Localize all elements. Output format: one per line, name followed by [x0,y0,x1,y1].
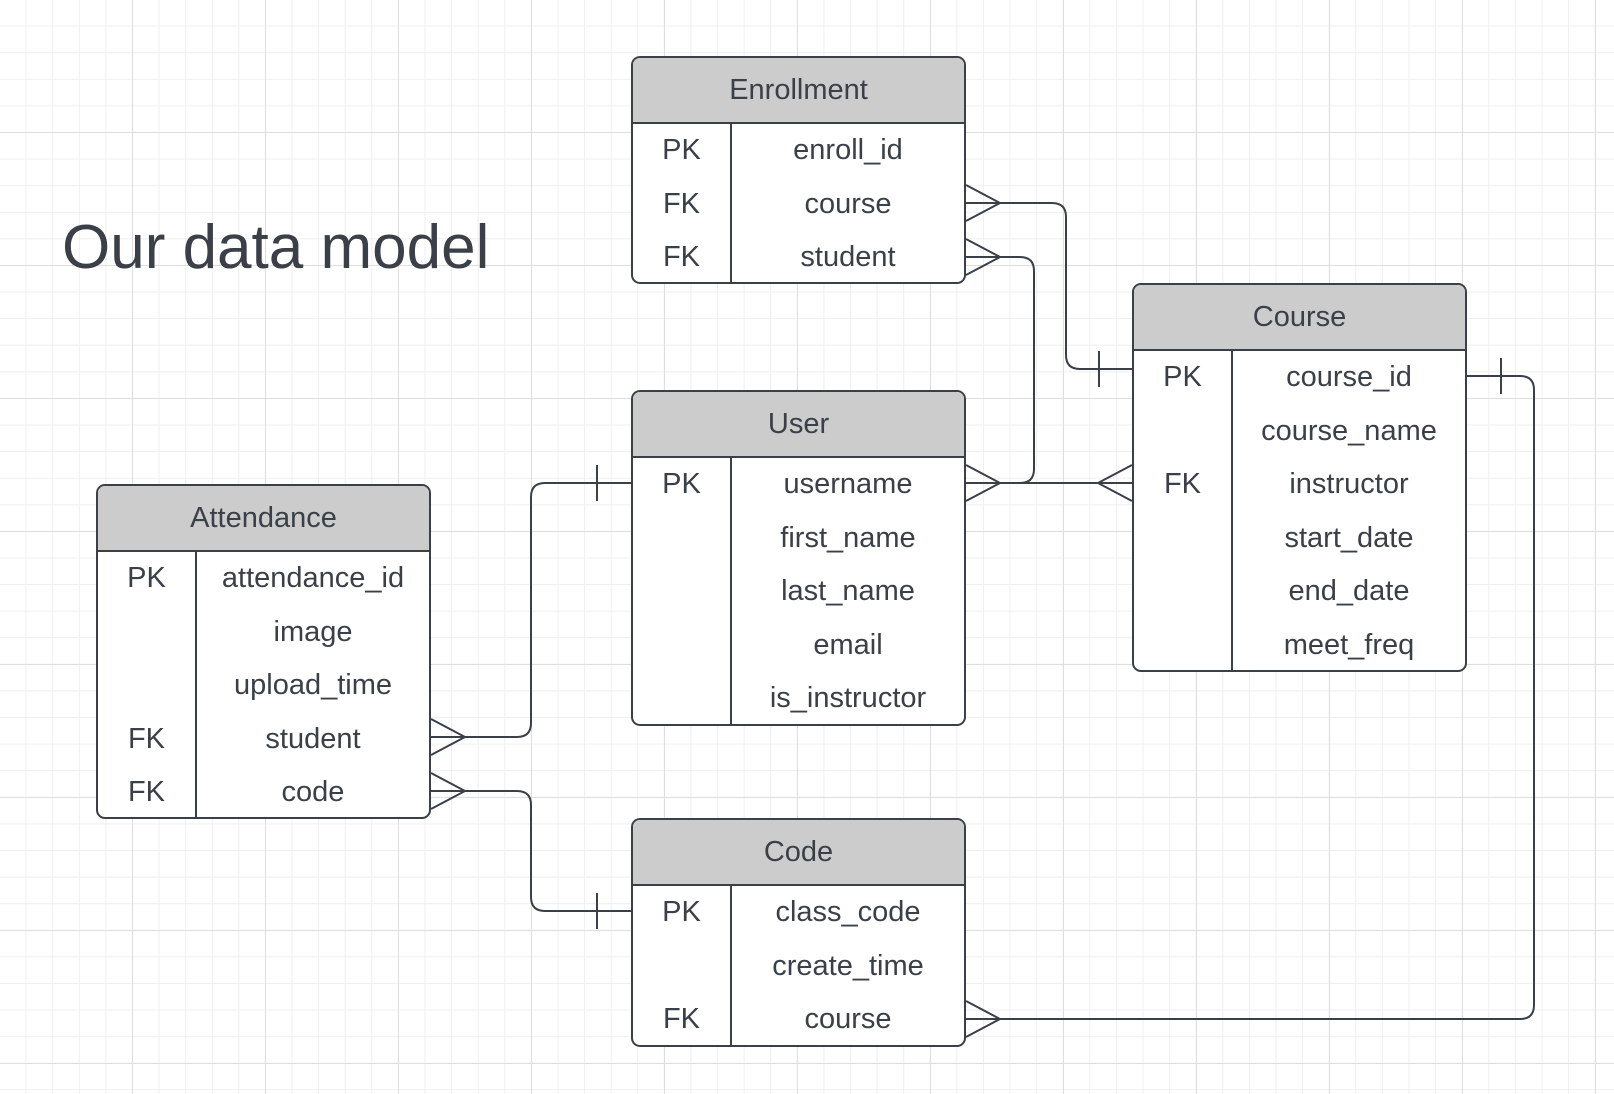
course-key-4 [1134,565,1231,619]
enrollment-key-1: FK [662,187,701,220]
relationship-attendance-code-to-code-line [465,790,631,912]
course-field-4: end_date [1288,575,1410,608]
code-field-2: course [804,1003,892,1036]
user-field-1: first_name [780,521,916,554]
code-field-1: create_time [772,949,924,982]
enrollment-field-2: student [800,241,896,274]
enrollment-field-0: enroll_id [793,134,903,167]
attendance-field-2: upload_time [234,669,392,702]
attendance-key-0: PK [127,562,166,595]
enrollment-key-0: PK [662,134,701,167]
attendance-field-0: attendance_id [221,562,405,595]
attendance-key-4: FK [127,776,166,809]
code-key-0: PK [662,896,701,929]
user-field-3: email [813,628,883,661]
relationship-code-course-to-course-line [1000,375,1535,1020]
code-field-0: class_code [775,896,921,929]
relationship-course-instructor-to-user-crows-foot-0 [965,464,1001,502]
course-key-0: PK [1163,361,1202,394]
code-key-1 [633,940,730,994]
relationship-enrollment-student-to-user-crows-foot-0 [965,238,1001,276]
user-key-1 [633,512,730,566]
entity-course[interactable]: Course PK FK course_id course_name instructo… [1132,283,1467,672]
relationship-enrollment-course-to-course-crows-foot-0 [965,184,1001,222]
course-field-0: course_id [1286,361,1412,394]
attendance-key-2 [98,659,195,713]
user-field-0: username [783,468,913,501]
attendance-key-1 [98,606,195,660]
relationship-code-course-to-course-crows-foot-0 [965,1000,1001,1038]
attendance-key-3: FK [127,722,166,755]
entity-user-header: User [633,392,964,458]
enrollment-field-1: course [804,187,892,220]
user-key-4 [633,672,730,724]
attendance-field-1: image [273,615,353,648]
course-key-5 [1134,619,1231,671]
user-field-4: is_instructor [769,682,927,715]
course-field-5: meet_freq [1283,628,1415,661]
user-key-0: PK [662,468,701,501]
attendance-field-4: code [281,776,345,809]
user-key-3 [633,619,730,673]
course-field-3: start_date [1284,521,1414,554]
course-key-1 [1134,405,1231,459]
entity-enrollment-header: Enrollment [633,58,964,124]
relationship-enrollment-student-to-user-line [1000,256,1035,484]
course-key-3 [1134,512,1231,566]
relationship-enrollment-course-to-course-line [1000,202,1132,370]
relationship-attendance-student-to-user-crows-foot-0 [430,718,466,756]
course-key-2: FK [1163,468,1202,501]
user-field-2: last_name [781,575,915,608]
attendance-field-3: student [265,722,361,755]
entity-course-header: Course [1134,285,1465,351]
page-title: Our data model [62,213,490,282]
course-field-1: course_name [1261,414,1437,447]
enrollment-key-2: FK [662,241,701,274]
relationship-course-instructor-to-user-crows-foot-1 [1097,464,1133,502]
user-key-2 [633,565,730,619]
entity-attendance-header: Attendance [98,486,429,552]
course-field-2: instructor [1289,468,1409,501]
relationship-attendance-code-to-code-crows-foot-0 [430,772,466,810]
code-key-2: FK [662,1003,701,1036]
relationship-attendance-student-to-user-line [465,482,631,738]
entity-code-header: Code [633,820,964,886]
